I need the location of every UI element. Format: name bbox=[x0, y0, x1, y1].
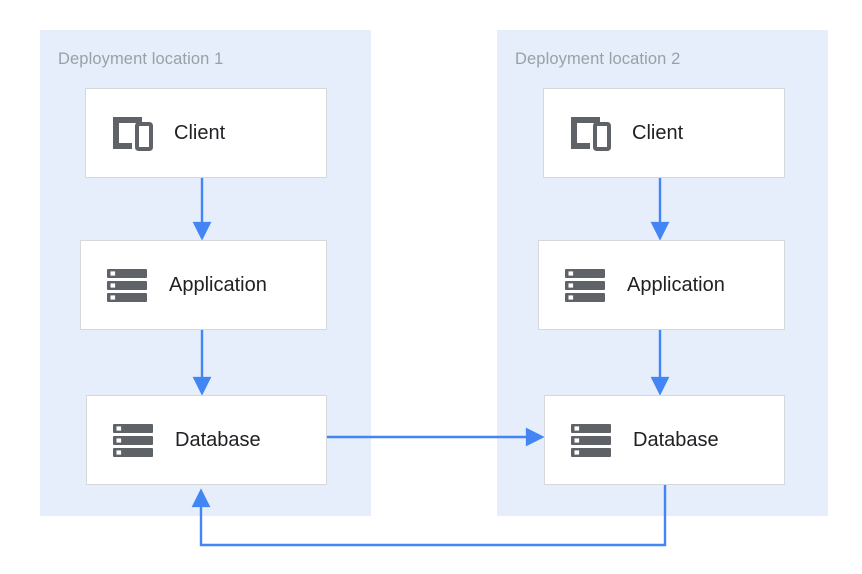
node-database-2-label: Database bbox=[633, 428, 719, 451]
node-database-2[interactable]: Database bbox=[544, 395, 785, 485]
node-application-2[interactable]: Application bbox=[538, 240, 785, 330]
devices-icon bbox=[113, 117, 153, 151]
zone-2-title: Deployment location 2 bbox=[515, 50, 681, 68]
node-application-2-label: Application bbox=[627, 273, 725, 296]
node-client-2-label: Client bbox=[632, 121, 684, 144]
node-database-1[interactable]: Database bbox=[86, 395, 327, 485]
node-application-1[interactable]: Application bbox=[80, 240, 327, 330]
node-client-1[interactable]: Client bbox=[85, 88, 327, 178]
server-icon bbox=[107, 269, 147, 302]
server-icon bbox=[565, 269, 605, 302]
server-icon bbox=[113, 424, 153, 457]
devices-icon bbox=[571, 117, 611, 151]
node-client-2[interactable]: Client bbox=[543, 88, 785, 178]
zone-1-title: Deployment location 1 bbox=[58, 50, 224, 68]
server-icon bbox=[571, 424, 611, 457]
node-client-1-label: Client bbox=[174, 121, 226, 144]
node-database-1-label: Database bbox=[175, 428, 261, 451]
node-application-1-label: Application bbox=[169, 273, 267, 296]
